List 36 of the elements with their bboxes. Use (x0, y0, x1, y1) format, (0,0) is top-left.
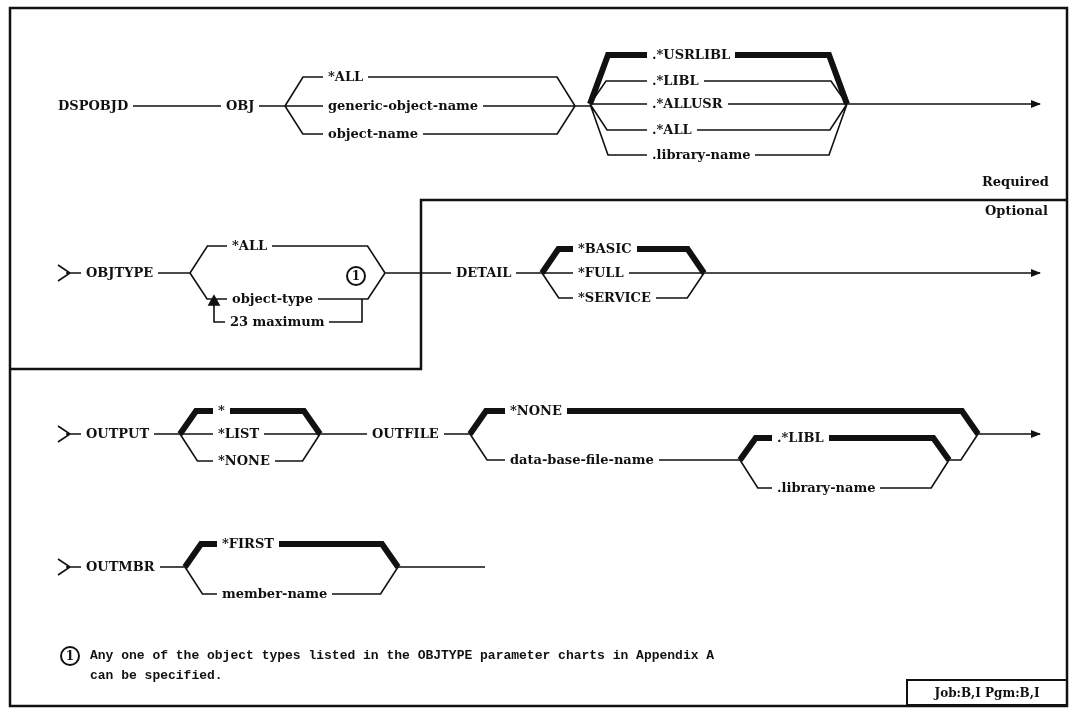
footnote-marker: 1 (346, 266, 366, 286)
syntax-keyword: *BASIC (578, 241, 632, 257)
footnote-marker: 1 (60, 646, 80, 666)
syntax-keyword: OBJ (226, 98, 255, 114)
syntax-keyword: .library-name (777, 480, 876, 496)
syntax-keyword: OUTPUT (86, 426, 150, 442)
syntax-keyword: data-base-file-name (510, 452, 654, 468)
syntax-keyword: OBJTYPE (86, 265, 154, 281)
syntax-keyword: .*ALL (652, 122, 692, 138)
syntax-keyword: DETAIL (456, 265, 512, 281)
syntax-keyword: object-type (232, 291, 313, 307)
syntax-keyword: *ALL (232, 238, 268, 254)
section-label: Optional (985, 203, 1048, 219)
syntax-keyword: .*LIBL (652, 73, 699, 89)
syntax-keyword: *ALL (328, 69, 364, 85)
syntax-keyword: OUTMBR (86, 559, 155, 575)
syntax-keyword: member-name (222, 586, 328, 602)
syntax-keyword: *NONE (510, 403, 562, 419)
section-label: Required (982, 174, 1049, 190)
syntax-keyword: .*LIBL (777, 430, 824, 446)
syntax-keyword: object-name (328, 126, 418, 142)
syntax-keyword: *SERVICE (578, 290, 651, 306)
syntax-keyword: generic-object-name (328, 98, 479, 114)
syntax-keyword: *FULL (578, 265, 624, 281)
syntax-keyword: *FIRST (222, 536, 274, 552)
syntax-keyword: *LIST (218, 426, 260, 442)
syntax-keyword: DSPOBJD (58, 98, 129, 114)
syntax-keyword: * (218, 403, 225, 419)
syntax-keyword: 23 maximum (230, 314, 325, 330)
syntax-keyword: .*USRLIBL (652, 47, 731, 63)
syntax-keyword: OUTFILE (372, 426, 439, 442)
footnote-text: Any one of the object types listed in the OBJTYPE parameter charts in Appendix A can be specified. (90, 647, 716, 685)
syntax-keyword: *NONE (218, 453, 270, 469)
syntax-keyword: .library-name (652, 147, 751, 163)
syntax-keyword: .*ALLUSR (652, 96, 723, 112)
authority-box: Job:B,I Pgm:B,I (906, 679, 1068, 706)
